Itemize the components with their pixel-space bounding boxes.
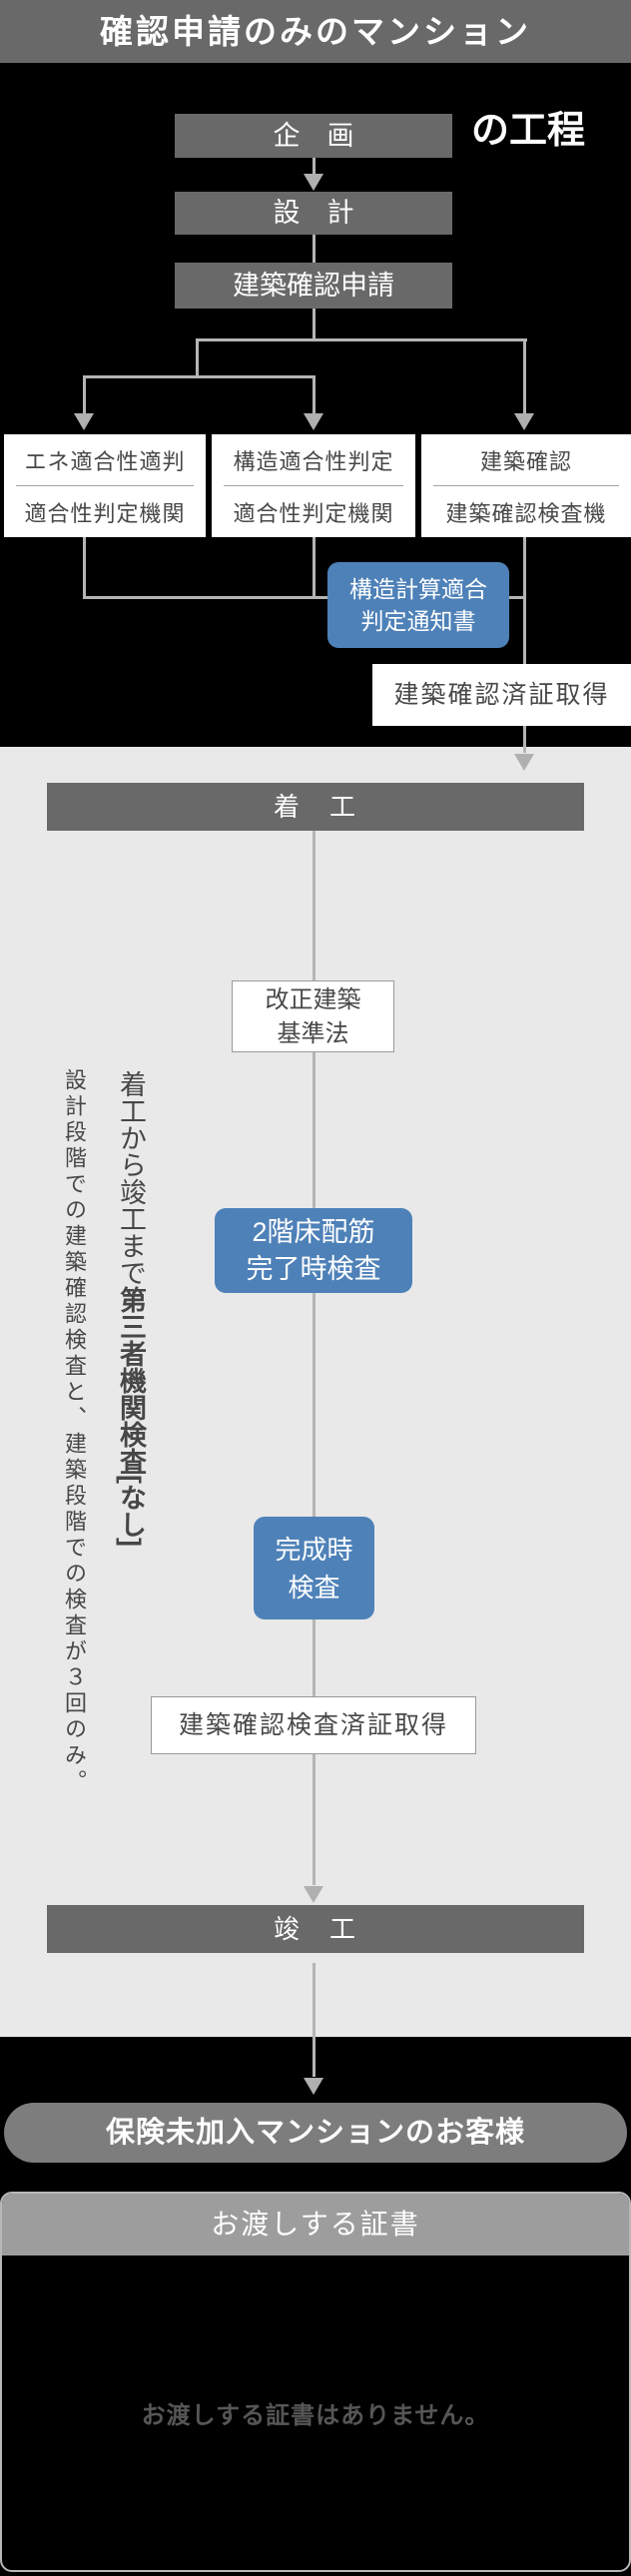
arrow-down-icon [304,2078,323,2095]
inspection-line2: 検査 [288,1572,340,1603]
vertical-note-emphasis: 着工から竣工まで第三者機関検査[なし] [112,1070,151,1547]
certificate-card-note: お渡しする証書はありません。 [141,2402,490,2429]
certificate-card-body: お渡しする証書はありません。 [2,2255,629,2570]
connector-line [523,537,526,753]
connector-line [313,831,316,1885]
review-name: エネ適合性適判 [24,448,186,474]
structural-calc-notice-box: 構造計算適合 判定通知書 [327,562,509,648]
review-box-energy: エネ適合性適判 適合性判定機関 [4,434,206,537]
connector-line [313,1963,316,2077]
step-planning-bar: 企 画 [175,114,452,158]
note-emphasis: 第三者機関検査[なし] [116,1286,146,1547]
connector-line [313,158,316,178]
construction-start-bar: 着 工 [47,783,584,831]
connector-line [83,537,86,599]
law-line1: 改正建築 [265,986,361,1013]
review-box-confirmation: 建築確認 建築確認検査機 [421,434,631,537]
connector-line [196,338,199,378]
construction-phase-background [0,747,631,2037]
inspection-line1: 完成時 [275,1534,353,1565]
completion-inspection-box: 完成時 検査 [254,1517,374,1619]
review-box-structural: 構造適合性判定 適合性判定機関 [212,434,415,537]
arrow-down-icon [304,413,323,430]
notice-line2: 判定通知書 [360,608,476,634]
step-application-bar: 建築確認申請 [175,263,452,309]
confirmation-cert-box: 建築確認済証取得 [372,664,631,726]
vertical-note-detail: 設計段階での建築確認検査と、建築段階での検査が３回のみ。 [62,1068,87,1795]
certificate-card: お渡しする証書 お渡しする証書はありません。 [0,2192,631,2572]
arrow-down-icon [304,1886,323,1903]
connector-line [313,537,316,599]
arrow-down-icon [74,413,94,430]
divider-line [16,485,194,486]
revised-law-box: 改正建築 基準法 [232,980,394,1052]
inspection-cert-box: 建築確認検査済証取得 [151,1696,476,1754]
review-org: 適合性判定機関 [24,500,186,526]
connector-line [83,596,526,599]
page-title: 確認申請のみのマンション [0,0,631,63]
review-org: 適合性判定機関 [233,500,394,526]
connector-line [83,375,316,378]
subtitle-text: の工程 [471,110,586,152]
notice-line1: 構造計算適合 [349,576,487,602]
review-org: 建築確認検査機 [445,500,607,526]
certificate-card-title: お渡しする証書 [2,2194,629,2255]
arrow-down-icon [514,413,534,430]
connector-line [523,338,526,414]
connector-line [313,235,316,264]
step-design-bar: 設 計 [175,192,452,235]
connector-line [196,338,527,341]
arrow-down-icon [514,754,534,771]
uninsured-customer-pill: 保険未加入マンションのお客様 [4,2103,627,2163]
connector-line [313,309,316,341]
connector-line [83,375,86,414]
divider-line [224,485,403,486]
law-line2: 基準法 [277,1020,349,1047]
inspection-line1: 2階床配筋 [252,1216,375,1247]
construction-end-bar: 竣 工 [47,1905,584,1953]
divider-line [433,485,619,486]
note-lead: 着工から竣工まで [116,1070,146,1286]
inspection-line2: 完了時検査 [246,1253,381,1284]
review-name: 建築確認 [479,448,572,474]
review-name: 構造適合性判定 [233,448,394,474]
arrow-down-icon [304,174,323,191]
connector-line [313,375,316,414]
floor-rebar-inspection-box: 2階床配筋 完了時検査 [215,1208,412,1293]
